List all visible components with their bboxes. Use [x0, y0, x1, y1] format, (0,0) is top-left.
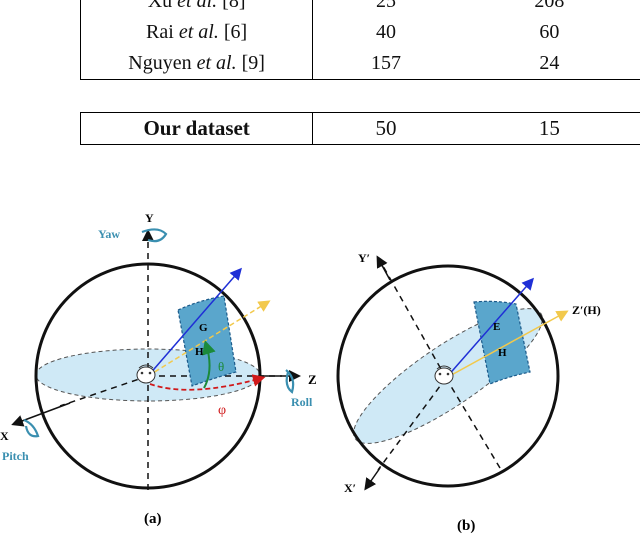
roll-label: Roll: [291, 395, 313, 409]
axis-z-label: Z: [308, 372, 317, 387]
table-cell-value: 208: [534, 0, 565, 12]
table-cell-name: Xu et al. [8]: [80, 0, 314, 17]
table-cell-value: 157: [370, 52, 401, 74]
table-row: Rai et al. [6] 40 60: [80, 17, 640, 48]
label-e: E: [493, 321, 500, 333]
head-icon: [136, 364, 156, 384]
head-arrow-yellow: [445, 310, 569, 379]
head-icon: [434, 365, 454, 385]
table-cell-value: 50: [375, 116, 397, 140]
dataset-table: Our dataset 50 15: [80, 112, 640, 145]
x-axis-ext: [11, 402, 71, 427]
phi-arc: [149, 374, 266, 391]
table-cell-value: 40: [375, 21, 396, 43]
caption-a: (a): [144, 511, 162, 527]
axis-x-prime-label: X′: [344, 481, 356, 495]
phi-label: φ: [218, 403, 226, 418]
x-prime-arrow: [364, 467, 381, 491]
label-g: G: [199, 322, 208, 334]
pitch-rotation-icon: [23, 418, 40, 438]
axis-x-label: X: [0, 429, 9, 443]
label-h: H: [498, 347, 507, 359]
y-prime-arrow: [376, 255, 391, 281]
yaw-rotation-icon: [141, 228, 168, 243]
axis-y-prime-label: Y′: [358, 251, 370, 265]
table-cell-name: Nguyen et al. [9]: [80, 48, 314, 80]
yaw-label: Yaw: [98, 227, 120, 241]
sphere-outline: [336, 264, 560, 488]
theta-arc: [202, 340, 216, 389]
table-row: Nguyen et al. [9] 157 24: [80, 48, 640, 80]
viewport-patch: [473, 300, 531, 385]
x-prime-axis: [377, 377, 447, 471]
axis-y-label: Y: [145, 211, 154, 225]
table-cell-value: 60: [539, 21, 560, 43]
table-cell-value: 15: [538, 116, 560, 140]
comparison-table: Xu et al. [8] 25 208 Rai et al. [6] 40 6…: [80, 0, 640, 80]
table-row-dataset: Our dataset 50 15: [80, 112, 640, 145]
axis-z-prime-label: Z′(H): [572, 303, 601, 317]
pitch-label: Pitch: [2, 449, 29, 463]
table-cell-name: Rai et al. [6]: [80, 17, 314, 48]
theta-label: θ: [218, 359, 224, 374]
x-axis: [59, 375, 149, 407]
gaze-arrow-blue: [445, 277, 534, 379]
table-cell-value: 25: [375, 0, 396, 12]
label-h: H: [195, 346, 204, 358]
gaze-arrow-blue: [147, 267, 242, 377]
figure-a: Y Z X Yaw Roll Pitch G H θ φ (a): [0, 211, 317, 527]
table-cell-value: 24: [539, 52, 560, 74]
table-cell-name: Our dataset: [80, 112, 314, 145]
roll-rotation-icon: [285, 369, 295, 394]
table-row: Xu et al. [8] 25 208: [80, 0, 640, 17]
figure-b: Y′ X′ Z′(H) E H (b): [336, 251, 601, 534]
caption-b: (b): [457, 518, 475, 534]
